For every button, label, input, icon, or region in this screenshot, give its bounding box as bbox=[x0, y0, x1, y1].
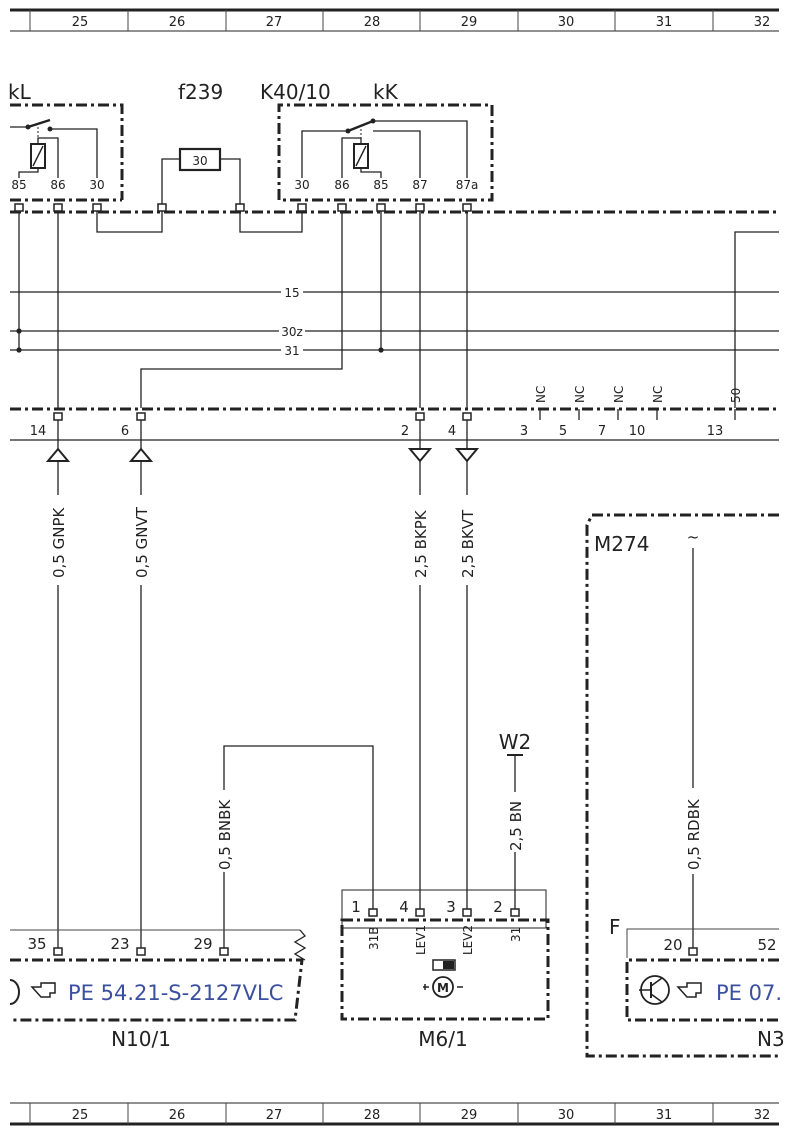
relay-icon bbox=[353, 143, 369, 169]
grid-col-29: 29 bbox=[461, 1108, 478, 1123]
grid-col-26: 26 bbox=[169, 15, 186, 30]
wire-label: 2,5 BN bbox=[507, 801, 525, 851]
connector-pin: 10 bbox=[629, 424, 646, 439]
relay-left-pin: 30 bbox=[89, 178, 104, 192]
m6-inner-pin: 31B bbox=[367, 926, 381, 950]
relay-right-name: K40/10 bbox=[260, 80, 331, 104]
n10-pin: 23 bbox=[110, 935, 129, 953]
relay-right-pin: 87 bbox=[412, 178, 427, 192]
top-grid: 25 26 27 28 29 30 31 32 bbox=[10, 8, 779, 32]
wire-label: 2,5 BKPK bbox=[412, 509, 430, 578]
hand-pointer-icon bbox=[676, 982, 702, 998]
m6-outer-pin: 2 bbox=[493, 898, 503, 916]
n3-name: N3 bbox=[757, 1027, 785, 1051]
n3-pin: 20 bbox=[663, 936, 682, 954]
m274-name: M274 bbox=[594, 532, 649, 556]
nc-label: NC bbox=[651, 386, 665, 403]
grid-col-29: 29 bbox=[461, 15, 478, 30]
m274-sub: ~ bbox=[687, 528, 700, 546]
bus-label-31: 31 bbox=[284, 344, 299, 358]
n10-pin: 29 bbox=[193, 935, 212, 953]
m274-module: M274 ~ 0,5 RDBK bbox=[585, 513, 779, 1058]
relay-right-pin: 87a bbox=[456, 178, 479, 192]
fuse-name: f239 bbox=[178, 80, 223, 104]
grid-col-31: 31 bbox=[656, 1108, 673, 1123]
relay-icon bbox=[30, 143, 46, 169]
bus-label-15: 15 bbox=[284, 286, 299, 300]
hand-pointer-icon bbox=[30, 982, 56, 998]
connector-pin: 6 bbox=[121, 424, 129, 439]
nc-label: NC bbox=[612, 386, 626, 403]
n10-module: 35 23 29 PE 54.21-S-2127VLC N10/1 bbox=[9, 929, 307, 1051]
n10-name: N10/1 bbox=[111, 1027, 171, 1051]
m6-outer-pin: 4 bbox=[399, 898, 409, 916]
connector-pin: 3 bbox=[520, 424, 528, 439]
n3-pin: 52 bbox=[757, 936, 776, 954]
connector-strip: NC NC NC NC 50 14 6 2 4 3 5 7 10 13 bbox=[10, 386, 779, 441]
svg-text:M: M bbox=[437, 981, 449, 995]
ground-label: W2 bbox=[499, 730, 532, 754]
top-terminals bbox=[14, 203, 472, 212]
grid-col-30: 30 bbox=[558, 1108, 575, 1123]
relay-left-pin: 85 bbox=[11, 178, 26, 192]
connector-pin: 4 bbox=[448, 424, 456, 439]
relay-left-label: kL bbox=[8, 80, 32, 104]
n3-module: F 20 52 PE 07. N3 bbox=[609, 915, 785, 1051]
grid-col-32: 32 bbox=[754, 1108, 771, 1123]
connector-pin: 5 bbox=[559, 424, 567, 439]
grid-col-25: 25 bbox=[72, 15, 89, 30]
connector-pin: 2 bbox=[401, 424, 409, 439]
wire-label: 0,5 RDBK bbox=[685, 798, 703, 870]
wire-label: 0,5 GNPK bbox=[50, 506, 68, 578]
wire-label: 0,5 GNVT bbox=[133, 506, 151, 578]
grid-col-30: 30 bbox=[558, 15, 575, 30]
grid-col-32: 32 bbox=[754, 15, 771, 30]
nc-label: NC bbox=[573, 386, 587, 403]
bottom-grid: 25 26 27 28 29 30 31 32 bbox=[10, 1102, 779, 1126]
m6-inner-pin: 31 bbox=[509, 927, 523, 942]
pin-50-label: 50 bbox=[729, 388, 743, 403]
wire-label: 2,5 BKVT bbox=[459, 509, 477, 578]
relay-left-pin: 86 bbox=[50, 178, 65, 192]
n3-f-label: F bbox=[609, 915, 621, 939]
grid-col-28: 28 bbox=[364, 15, 381, 30]
relay-right-pin: 86 bbox=[334, 178, 349, 192]
fuse-icon: 30 bbox=[161, 147, 241, 210]
m6-outer-pin: 1 bbox=[351, 898, 361, 916]
n3-ref-link[interactable]: PE 07. bbox=[716, 981, 782, 1005]
grid-col-26: 26 bbox=[169, 1108, 186, 1123]
grid-col-28: 28 bbox=[364, 1108, 381, 1123]
bus-label-30z: 30z bbox=[281, 325, 303, 339]
transistor-icon bbox=[639, 975, 670, 1005]
wire-label: 0,5 BNBK bbox=[216, 799, 234, 870]
grid-col-27: 27 bbox=[266, 15, 283, 30]
m6-outer-pin: 3 bbox=[446, 898, 456, 916]
fuse-value: 30 bbox=[192, 154, 207, 168]
n10-ref-link[interactable]: PE 54.21-S-2127VLC bbox=[68, 981, 283, 1005]
relay-switch-contact bbox=[27, 118, 51, 129]
connector-pin: 7 bbox=[598, 424, 606, 439]
relay-right-pin: 85 bbox=[373, 178, 388, 192]
bus-lines: 15 30z 31 bbox=[10, 285, 779, 358]
nc-label: NC bbox=[534, 386, 548, 403]
grid-col-31: 31 bbox=[656, 15, 673, 30]
grid-col-27: 27 bbox=[266, 1108, 283, 1123]
switch-indicator-icon bbox=[432, 959, 456, 971]
n10-pin: 35 bbox=[27, 935, 46, 953]
m6-module: 1 4 3 2 31B LEV1 LEV2 31 M M6/1 bbox=[340, 889, 550, 1051]
m6-name: M6/1 bbox=[418, 1027, 467, 1051]
motor-icon: M bbox=[423, 976, 463, 998]
connector-pin: 14 bbox=[30, 424, 47, 439]
relay-right-label: kK bbox=[373, 80, 399, 104]
relay-right-pin: 30 bbox=[294, 178, 309, 192]
m6-inner-pin: LEV1 bbox=[414, 925, 428, 955]
connector-pin: 13 bbox=[707, 424, 724, 439]
relay-left: 85 86 30 bbox=[10, 103, 124, 202]
relay-right: 30 86 85 87 87a bbox=[277, 103, 494, 202]
m6-inner-pin: LEV2 bbox=[461, 925, 475, 955]
grid-col-25: 25 bbox=[72, 1108, 89, 1123]
